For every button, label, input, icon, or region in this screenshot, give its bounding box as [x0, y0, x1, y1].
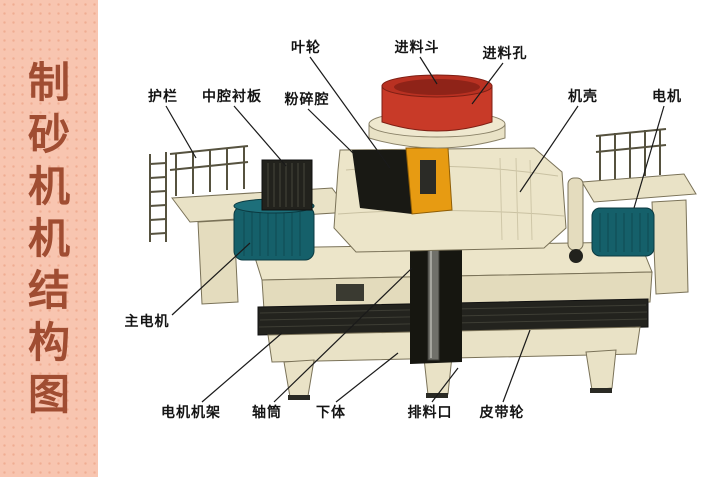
label-casing: 机壳 — [568, 89, 598, 105]
label-crushing-chamber: 粉碎腔 — [284, 92, 330, 108]
ladder-icon — [149, 152, 167, 242]
cavity-liner-block — [261, 159, 313, 211]
right-platform — [581, 128, 697, 295]
sidebar-title-char: 砂 — [27, 109, 70, 159]
label-feed-hopper: 进料斗 — [394, 40, 440, 56]
sidebar-title-char: 制 — [27, 57, 70, 107]
label-lower-body: 下体 — [316, 405, 346, 421]
label-discharge-port: 排料口 — [407, 405, 453, 421]
casing-body — [261, 147, 567, 253]
sidebar-title: 制 砂 机 机 结 构 图 — [0, 0, 98, 477]
label-belt-pulley: 皮带轮 — [479, 405, 525, 421]
sidebar-title-char: 结 — [27, 265, 70, 315]
shaft-assembly — [410, 199, 462, 364]
sidebar-title-char: 构 — [27, 317, 70, 367]
machine-leg — [585, 349, 617, 391]
label-shaft-tube: 轴筒 — [252, 405, 282, 421]
label-guardrail: 护栏 — [148, 89, 178, 105]
feed-hopper-part — [368, 74, 506, 149]
sidebar-title-char: 机 — [27, 213, 70, 263]
label-feed-hole: 进料孔 — [482, 46, 528, 62]
crushing-chamber-cutaway — [352, 150, 412, 214]
label-main-motor: 主电机 — [124, 314, 170, 330]
guardrail-right — [595, 128, 667, 182]
sidebar-title-char: 机 — [27, 161, 70, 211]
label-motor: 电机 — [652, 89, 682, 105]
guardrail-left — [169, 145, 249, 196]
feed-hole-opening — [394, 79, 480, 95]
side-pipe — [567, 177, 584, 263]
right-motor-body — [591, 207, 655, 257]
label-motor-frame: 电机机架 — [161, 405, 221, 421]
sidebar-title-char: 图 — [27, 369, 70, 419]
leader-lines — [165, 56, 665, 403]
label-impeller: 叶轮 — [291, 40, 321, 56]
label-cavity-liner: 中腔衬板 — [202, 89, 262, 105]
